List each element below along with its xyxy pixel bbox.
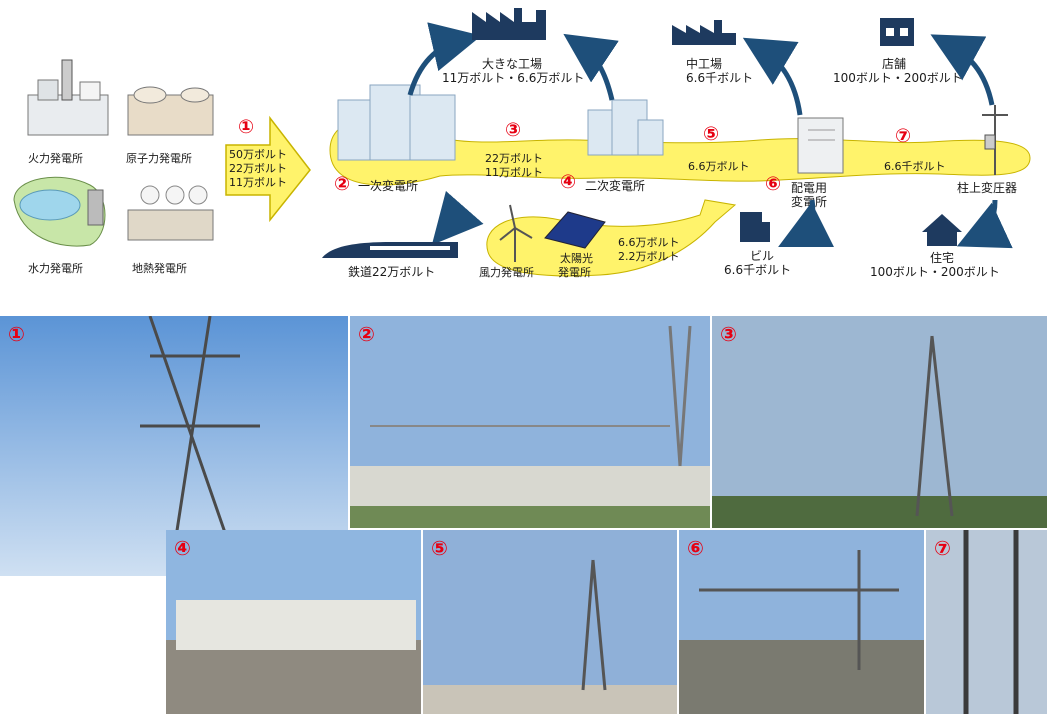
power-flow-diagram: 火力発電所 原子力発電所 水力発電所 地熱発電所 ① 50万ボルト 22万ボルト… [13,8,1031,279]
mid-factory-icon [672,20,736,45]
wind-plant-label: 風力発電所 [479,265,534,279]
photo-7-number: ⑦ [934,536,951,560]
stage4-number: ④ [560,171,576,193]
mid-factory-name: 中工場 [686,56,722,71]
stage1-volt2: 22万ボルト [229,162,287,175]
secondary-substation-icon [587,99,664,156]
stage1-volt3: 11万ボルト [229,176,287,189]
stage2-label: 一次変電所 [358,178,418,193]
hydro-plant-label: 水力発電所 [28,261,83,275]
photo-3-number: ③ [720,322,737,346]
house-icon [922,214,962,246]
stage6-label2: 変電所 [791,194,827,209]
solar-panel-icon [544,211,606,249]
shop-name: 店舗 [882,57,906,71]
stage7-number: ⑦ [895,125,911,147]
solar-plant-label2: 発電所 [558,265,591,279]
stage1-volt1: 50万ボルト [229,148,287,161]
photo-2-number: ② [358,322,375,346]
stage3-volt1: 22万ボルト [485,152,543,165]
photo-3: ③ [712,316,1047,528]
stage1-number: ① [238,116,254,138]
photo-1-number: ① [8,322,25,346]
big-factory-icon [472,8,546,40]
stage6-label1: 配電用 [791,181,827,195]
building-icon [740,212,770,242]
arrow-to-railway [431,190,484,246]
stage5-volt1: 6.6万ボルト [688,160,750,173]
primary-substation-icon [337,84,456,161]
photo-7: ⑦ [926,530,1047,714]
railway-label: 鉄道22万ボルト [348,264,435,279]
thermal-plant-icon [27,59,109,136]
renewable-volt2: 2.2万ボルト [618,250,680,263]
house-volt: 100ボルト・200ボルト [870,265,1000,279]
thermal-plant-label: 火力発電所 [28,151,83,165]
arrow-from-secondary [563,33,619,101]
photo-6: ⑥ [679,530,924,714]
shop-icon [880,18,914,46]
photo-5-number: ⑤ [431,536,448,560]
stage3-volt2: 11万ボルト [485,166,543,179]
photo-5: ⑤ [423,530,677,714]
arrow-to-mid-factory [742,37,803,116]
building-name: ビル [750,249,774,263]
renewable-band [486,199,737,277]
stage7-volt1: 6.6千ボルト [884,160,946,173]
big-factory-name: 大きな工場 [482,57,542,71]
arrow-to-house [956,199,1013,249]
shop-volt: 100ボルト・200ボルト [833,71,963,85]
building-volt: 6.6千ボルト [724,263,791,277]
arrow-to-building [778,199,835,247]
stage4-label: 二次変電所 [585,178,645,193]
house-name: 住宅 [930,250,954,265]
photo-2: ② [350,316,710,528]
geothermal-plant-icon [127,185,214,241]
geothermal-plant-label: 地熱発電所 [132,261,187,275]
flow-band [329,118,1031,186]
transmission-arrow [225,115,311,223]
stage7-label: 柱上変圧器 [957,180,1017,195]
pole-transformer-icon [982,105,1008,175]
railway-icon [322,242,458,258]
wind-turbine-icon [499,204,533,262]
photo-4-number: ④ [174,536,191,560]
nuclear-plant-icon [127,86,214,136]
hydro-plant-icon [13,176,106,247]
big-factory-volt: 11万ボルト・6.6万ボルト [442,71,584,85]
mid-factory-volt: 6.6千ボルト [686,71,753,85]
nuclear-plant-label: 原子力発電所 [126,151,192,165]
stage6-number: ⑥ [765,173,781,195]
arrow-to-big-factory [407,22,482,96]
stage2-number: ② [334,173,350,195]
distribution-substation-icon [797,117,844,174]
solar-plant-label1: 太陽光 [560,251,593,265]
renewable-volt1: 6.6万ボルト [618,236,680,249]
photo-6-number: ⑥ [687,536,704,560]
stage5-number: ⑤ [703,123,719,145]
photo-4: ④ [166,530,421,714]
arrow-to-shop [930,34,995,106]
stage3-number: ③ [505,119,521,141]
